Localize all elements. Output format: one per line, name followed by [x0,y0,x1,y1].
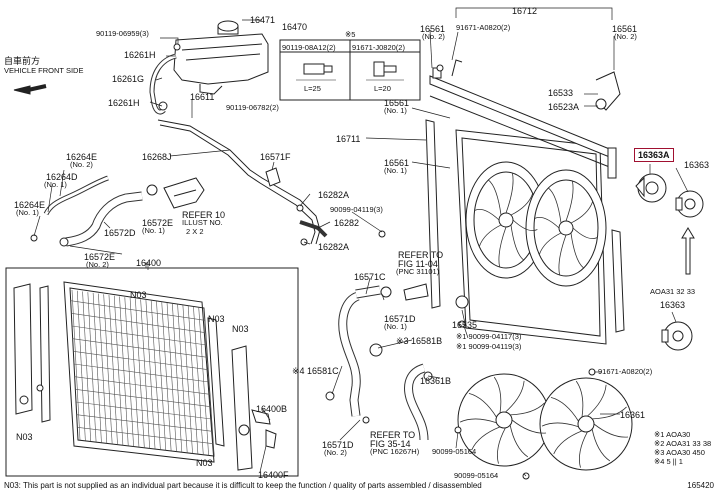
vehicle-front-label: VEHICLE FRONT SIDE [4,66,84,75]
part-label-16572d: 16572D [104,228,136,238]
part-label-16561-top-n: (No. 2) [422,32,445,41]
part-label-16261h-b: 16261H [108,98,140,108]
variant-key: ※3 AOA30 450 [654,448,705,457]
part-label-16561-m-n: (No. 1) [384,106,407,115]
part-label-16561-l-n: (No. 1) [384,166,407,175]
legend-dim-a: L=25 [304,84,321,93]
part-label-16572e-a: 16572E [142,218,174,228]
footnote: N03: This part is not supplied as an ind… [4,481,482,490]
part-label-16264e-b: 16264E [14,200,46,210]
part-label-16361b: 16361B [420,376,452,386]
variant-key: ※1 AOA30 [654,430,691,439]
part-label-16561-r: 16561 [612,24,638,34]
part-label-90099-04119b: ※1 90099-04119(3) [456,342,522,351]
legend-mark: ※5 [345,30,356,39]
part-label-referfig35c: (PNC 16267H) [370,447,420,456]
part-label-16400b: 16400B [256,404,288,414]
part-label-16711: 16711 [336,134,361,144]
part-label-n03-a: N03 [130,290,147,300]
part-label-16533: 16533 [548,88,574,98]
part-label-aoa: AOA31 32 33 [650,287,696,296]
part-label-90099-04119: 90099-04119(3) [330,205,383,214]
part-label-16581c: ※4 16581C [292,366,339,376]
part-label-16470: 16470 [282,22,308,32]
part-label-referfig35: REFER TO [370,430,416,440]
part-label-n03-e: N03 [196,458,213,468]
vehicle-front-label-jp: 自車前方 [4,56,41,66]
part-label-16571f: 16571F [260,152,291,162]
part-label-16471: 16471 [250,15,276,25]
variant-keys: ※1 AOA30 ※2 AOA31 33 38 ※3 AOA30 450 ※4 … [654,430,711,466]
part-label-16268j: 16268J [142,152,172,162]
legend-part-a: 90119-08A12(2) [282,43,336,52]
part-label-16572e-a-n: (No. 1) [142,226,165,235]
part-label-refer10b: ILLUST NO. [182,218,223,227]
part-label-n03-d: N03 [16,432,33,442]
part-label-referfig35b: FIG 35-14 [370,439,411,449]
part-label-referfig11b: FIG 11-04 [398,259,438,269]
part-label-16523a: 16523A [548,102,580,112]
part-label-n03-b: N03 [208,314,225,324]
part-label-16571d-a: 16571D [384,314,416,324]
part-label-referfig11c: (PNC 31101) [396,267,440,276]
part-label-16363a: 16363A [634,148,674,162]
vehicle-front-arrow-icon [13,85,31,95]
part-label-16611: 16611 [190,92,215,102]
part-label-91671-b: 91671-A0820(2) [598,367,653,376]
part-label-16572e-b: 16572E [84,252,116,262]
radiator-group-frame [5,267,299,477]
part-label-90119-06959: 90119-06959(3) [96,29,149,38]
fan-blade-right-drawing [539,377,633,471]
part-label-16264e-a-n: (No. 2) [70,160,93,169]
part-label-16571d-a-n: (No. 1) [384,322,407,331]
part-label-n03-c: N03 [232,324,249,334]
part-label-16282: 16282 [334,218,360,228]
part-label-16264e-b-n: (No. 1) [16,208,39,217]
part-label-16571d-b-n: (No. 2) [324,448,347,457]
part-label-16561-m: 16561 [384,98,410,108]
part-label-16561-l: 16561 [384,158,410,168]
part-label-16282a-a: 16282A [318,190,350,200]
part-label-90119-06782: 90119-06782(2) [226,103,279,112]
part-label-90099-05164-a: 90099-05164 [432,447,477,456]
part-label-90099-05164-b: 90099-05164 [454,471,499,480]
part-label-16361: 16361 [620,410,646,420]
part-label-refer10: REFER 10 [182,210,226,220]
part-label-16261g: 16261G [112,74,145,84]
diagram-id: 165420 [687,481,714,490]
legend-part-b: 91671-J0820(2) [352,43,405,52]
part-label-16400: 16400 [136,258,162,268]
part-label-16572e-b-n: (No. 2) [86,260,109,269]
reservoir-tank-drawing [173,20,269,95]
part-label-16561-r-n: (No. 2) [614,32,637,41]
part-label-refer10c: 2 X 2 [186,227,204,236]
variant-key: ※4 5 || 1 [654,457,683,466]
part-label-16264d-n: (No. 1) [44,180,67,189]
part-label-90099-04117: ※1 90099-04117(3) [456,332,522,341]
part-label-referfig11: REFER TO [398,250,444,260]
part-label-16561-top: 16561 [420,24,446,34]
part-label-16581b: ※3 16581B [396,336,443,346]
part-label-16400f: 16400F [258,470,289,480]
part-label-16571d-b: 16571D [322,440,354,450]
part-label-16363-a: 16363 [684,160,710,170]
part-label-16712: 16712 [512,6,538,16]
part-label-16363-b: 16363 [660,300,686,310]
part-label-16535: 16535 [452,320,478,330]
part-label-16261h-a: 16261H [124,50,156,60]
part-label-16264d: 16264D [46,172,78,182]
variant-key: ※2 AOA31 33 38 [654,439,712,448]
fan-shroud-drawing [455,129,607,345]
part-label-91671-a: 91671-A0820(2) [456,23,511,32]
part-label-16264e-a: 16264E [66,152,98,162]
legend-dim-b: L=20 [374,84,391,93]
part-label-16282a-b: 16282A [318,242,350,252]
part-label-16571c: 16571C [354,272,386,282]
